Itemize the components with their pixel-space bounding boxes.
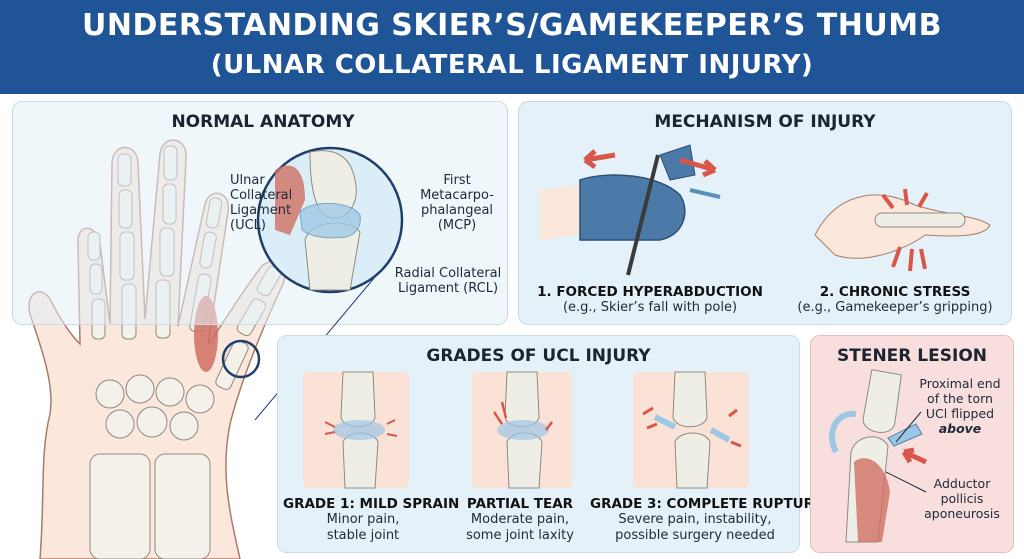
glove-pole-icon <box>540 144 721 276</box>
stener-title: STENER LESION <box>837 346 987 366</box>
mechanism-1-desc: (e.g., Skier’s fall with pole) <box>562 300 738 315</box>
mcp-joint-icon <box>254 146 404 421</box>
gripping-hand-icon <box>814 188 991 272</box>
grade-3-joint-icon <box>633 371 749 489</box>
grade-3-desc: Severe pain, instability,possible surger… <box>615 512 775 543</box>
mechanism-2-title: 2. CHRONIC STRESS <box>819 284 971 300</box>
grade-1-desc: Minor pain,stable joint <box>326 512 400 543</box>
grade-3-title: GRADE 3: COMPLETE RUPTURE <box>590 496 824 512</box>
mcp-label: First Metacarpo- phalangeal (MCP) <box>420 173 494 233</box>
header-banner: UNDERSTANDING SKIER’S/GAMEKEEPER’S THUMB… <box>0 0 1024 94</box>
ucl-label: Ulnar Collateral Ligament (UCL) <box>230 173 293 233</box>
rcl-label: Radial Collateral Ligament (RCL) <box>394 266 502 296</box>
grade-1-title: GRADE 1: MILD SPRAIN <box>283 496 460 512</box>
grade-2-title: PARTIAL TEAR <box>466 496 574 512</box>
mechanism-1-title: 1. FORCED HYPERABDUCTION <box>537 284 763 300</box>
stener-panel: STENER LESION <box>810 335 1014 553</box>
stener-joint-icon <box>829 369 928 543</box>
page-title: UNDERSTANDING SKIER’S/GAMEKEEPER’S THUMB <box>82 8 942 43</box>
grade-2-desc: Moderate pain,some joint laxity <box>466 512 574 543</box>
grade-1-joint-icon <box>303 371 409 489</box>
page-subtitle: (ULNAR COLLATERAL LIGAMENT INJURY) <box>210 50 814 80</box>
grade-2-joint-icon <box>472 371 572 489</box>
normal-anatomy-title: NORMAL ANATOMY <box>171 112 355 132</box>
stener-adductor-label: Adductor pollicis aponeurosis <box>924 476 1000 521</box>
mechanism-2-desc: (e.g., Gamekeeper’s gripping) <box>797 300 993 315</box>
grades-title: GRADES OF UCL INJURY <box>426 346 651 366</box>
stener-proximal-label: Proximal end of the torn UCl flipped abo… <box>919 376 1001 436</box>
mechanism-title: MECHANISM OF INJURY <box>654 112 876 132</box>
